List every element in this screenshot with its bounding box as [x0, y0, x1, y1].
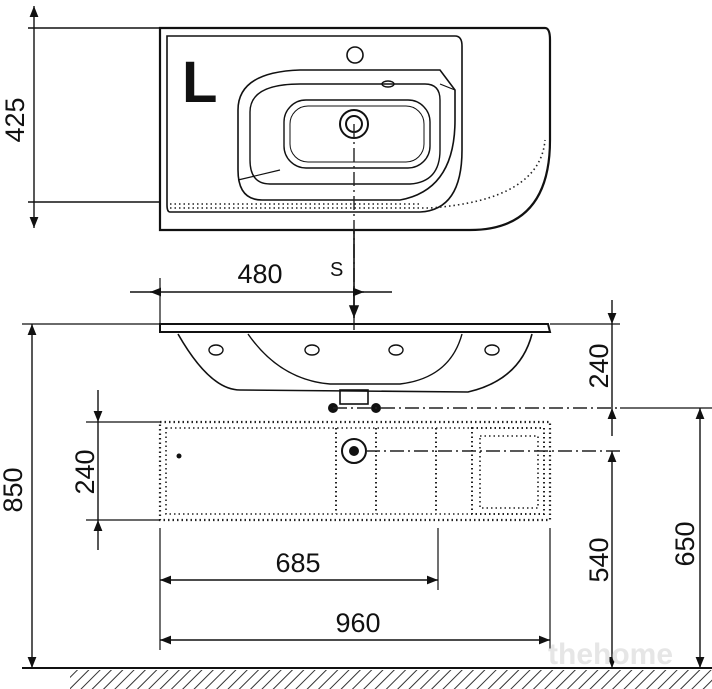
depth-label: 425: [0, 97, 30, 142]
cabinet-drawer: [471, 427, 545, 515]
dimension-total-height: 850: [0, 323, 160, 668]
basin-body-front: [177, 333, 533, 393]
axis-arrow: S: [330, 124, 360, 330]
dimension-basin-top-height: 650: [620, 407, 712, 668]
side-letter: L: [182, 50, 217, 115]
watermark: thehome: [548, 638, 673, 671]
inner-width-label: 685: [275, 548, 320, 578]
total-height-label: 850: [0, 467, 28, 512]
dimension-cabinet-height: 240: [70, 390, 160, 550]
floor-gap-label: 540: [584, 537, 614, 582]
basin-rim-inner: [166, 35, 463, 213]
offset-label: 480: [237, 259, 282, 289]
cabinet-inner: [165, 427, 545, 515]
basin-bowl-inner: [249, 83, 441, 185]
basin-outline-top: [158, 26, 552, 232]
front-view: [158, 323, 620, 522]
top-view: L: [158, 26, 552, 232]
floor-hatch: [70, 670, 712, 689]
floor: [22, 667, 712, 689]
basin-top-height-label: 650: [670, 521, 700, 566]
total-width-label: 960: [335, 608, 380, 638]
basin-sink-floor: [283, 99, 431, 169]
basin-bowl-outer: [237, 69, 456, 201]
overflow-hole: [381, 80, 395, 88]
basin-top-slab: [159, 323, 552, 333]
dimension-offset: 480: [130, 259, 392, 325]
dimension-total-width: 960: [160, 528, 551, 650]
cabinet-height-label: 240: [70, 449, 100, 494]
axis-mark: S: [330, 259, 343, 281]
basin-height-label: 240: [584, 343, 614, 388]
dimension-inner-width: 685: [159, 528, 439, 650]
dimension-floor-gap: 540: [584, 451, 617, 668]
drain-outlet-inner: [349, 446, 359, 456]
cabinet-outline: [158, 420, 552, 522]
basin-sink-floor-inner: [289, 105, 425, 163]
dimension-basin-height: 240: [550, 300, 620, 436]
tap-hole: [346, 46, 364, 64]
dimension-depth: 425: [0, 6, 160, 228]
